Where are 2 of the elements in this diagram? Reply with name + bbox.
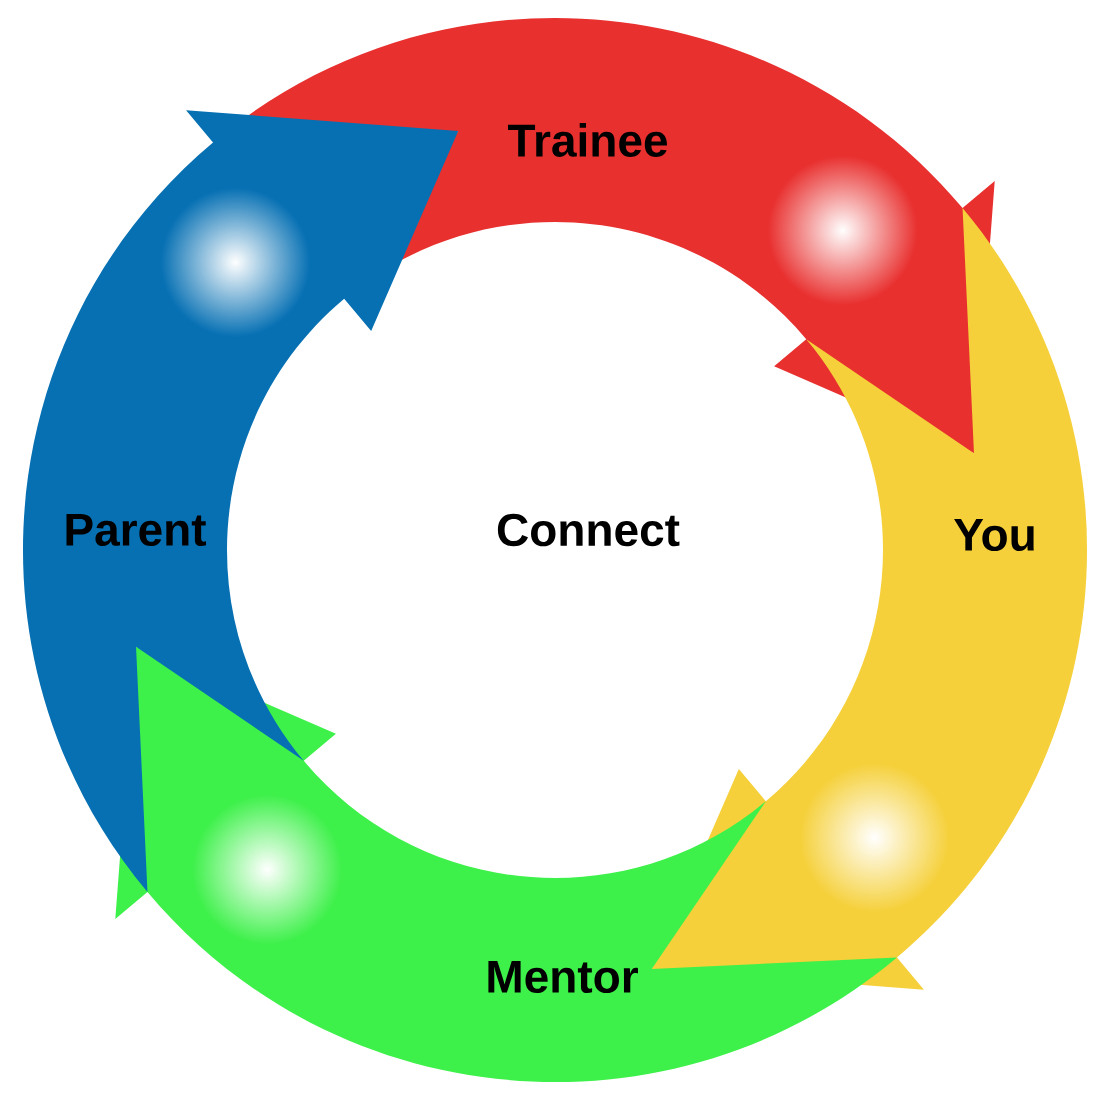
arrow-segment: Parent (23, 110, 459, 892)
arrow-segment: Mentor (115, 646, 897, 1082)
